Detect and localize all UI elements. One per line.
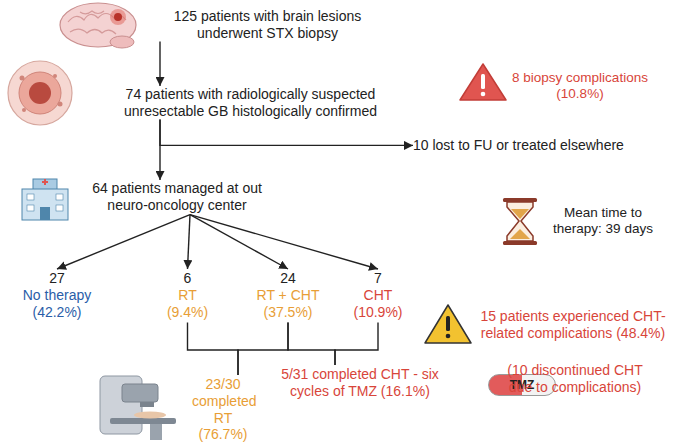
text-node: 24RT + CHT (37.5%) — [248, 270, 328, 320]
text-node: 7CHT (10.9%) — [348, 270, 408, 320]
hospital-icon — [22, 179, 68, 220]
annotation-text: (10 discontinued CHT due to complication… — [495, 362, 655, 396]
connector — [335, 322, 378, 365]
node-text: CHT (10.9%) — [348, 287, 408, 321]
connector — [188, 322, 239, 375]
connector — [288, 322, 335, 365]
node-text: RT (9.4%) — [160, 287, 215, 321]
annotation-text: Mean time to therapy: 39 days — [538, 205, 668, 237]
annotation-text: 8 biopsy complications (10.8%) — [505, 70, 655, 102]
node-text: 24 — [248, 270, 328, 287]
connector — [190, 215, 288, 269]
warning-triangle-red — [460, 64, 506, 100]
annotation-text: 15 patients experienced CHT-related comp… — [478, 308, 668, 342]
text-node: 27No therapy (42.2%) — [18, 270, 96, 320]
node-text: 125 patients with brain lesions underwen… — [155, 8, 380, 42]
connector — [159, 120, 160, 180]
node-text: RT + CHT (37.5%) — [248, 287, 328, 321]
connector — [57, 215, 190, 269]
warning-triangle-yellow — [425, 305, 471, 343]
connector — [188, 215, 191, 269]
text-node: 125 patients with brain lesions underwen… — [155, 8, 380, 42]
connector — [160, 120, 413, 146]
node-text: 64 patients managed at out neuro-oncolog… — [77, 180, 277, 214]
node-text: 10 lost to FU or treated elsewhere — [413, 137, 624, 154]
text-node: 10 lost to FU or treated elsewhere — [413, 137, 624, 154]
node-text: 74 patients with radiologically suspecte… — [98, 86, 403, 120]
radiotherapy-machine — [100, 376, 176, 440]
connector — [238, 322, 288, 375]
node-text: 7 — [348, 270, 408, 287]
node-text: No therapy (42.2%) — [18, 287, 96, 321]
node-text: 5/31 completed CHT - six cycles of TMZ (… — [280, 366, 440, 400]
text-node: 6RT (9.4%) — [160, 270, 215, 320]
node-text: 23/30 completed RT (76.7%) — [192, 376, 254, 443]
text-node: 64 patients managed at out neuro-oncolog… — [77, 180, 277, 214]
text-node: 74 patients with radiologically suspecte… — [98, 86, 403, 120]
tumor-illustration — [8, 61, 72, 125]
brain-illustration — [60, 3, 136, 48]
node-text: 6 — [160, 270, 215, 287]
connector — [159, 42, 160, 86]
text-node: 5/31 completed CHT - six cycles of TMZ (… — [280, 366, 440, 400]
hourglass-icon — [503, 198, 537, 245]
connector-layer — [57, 42, 413, 375]
connector — [190, 215, 378, 269]
node-text: 27 — [18, 270, 96, 287]
text-node: 23/30 completed RT (76.7%) — [192, 376, 254, 443]
